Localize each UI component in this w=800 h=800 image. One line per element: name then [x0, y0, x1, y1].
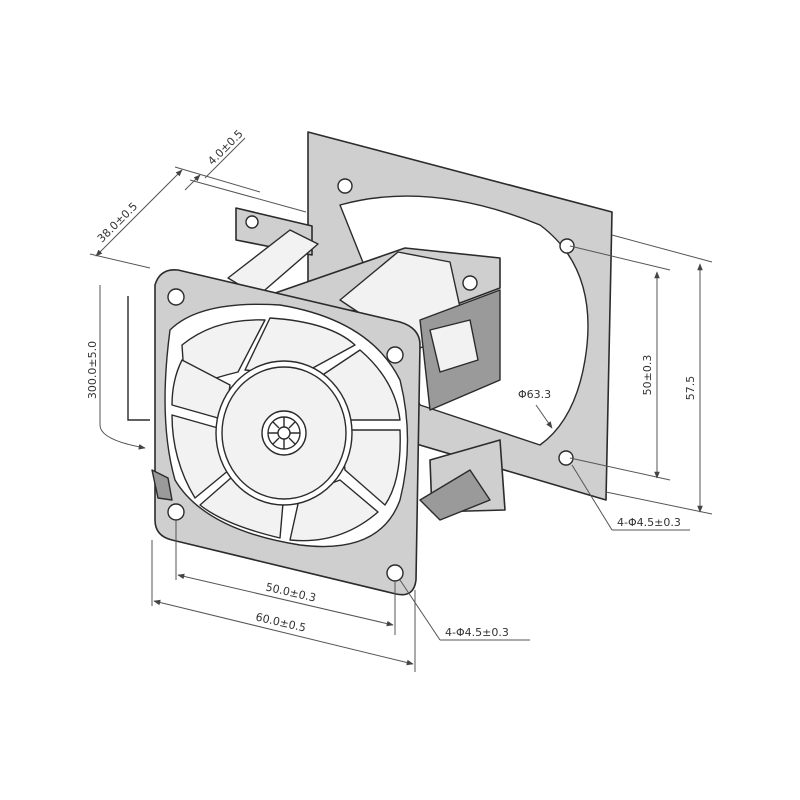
front-holes-dimension: 4-Φ4.5±0.3: [445, 626, 509, 639]
front-hole-top-left: [167, 288, 185, 306]
bore-diameter-dimension: Φ63.3: [518, 388, 551, 401]
cable-length-dimension: 300.0±5.0: [86, 341, 99, 399]
impeller: [151, 317, 401, 542]
rear-hole-bottom-right: [558, 450, 574, 466]
fan-housing: [227, 207, 506, 521]
front-hole-bottom-right: [386, 564, 404, 582]
frame-width-dimension: 60.0±0.5: [254, 610, 307, 634]
front-hole-bottom-left: [167, 503, 185, 521]
flange-dimension: 4.0±0.5: [205, 127, 245, 167]
rear-hole-top-right: [559, 238, 575, 254]
front-hole-top-right: [386, 346, 404, 364]
dimension-lines: [89, 137, 713, 672]
rear-hole-top-left: [337, 178, 353, 194]
rear-hole-spacing-dimension: 50±0.3: [641, 355, 654, 396]
depth-dimension: 38.0±0.5: [95, 200, 140, 245]
rear-height-dimension: 57.5: [684, 376, 697, 401]
rear-holes-dimension: 4-Φ4.5±0.3: [617, 516, 681, 529]
